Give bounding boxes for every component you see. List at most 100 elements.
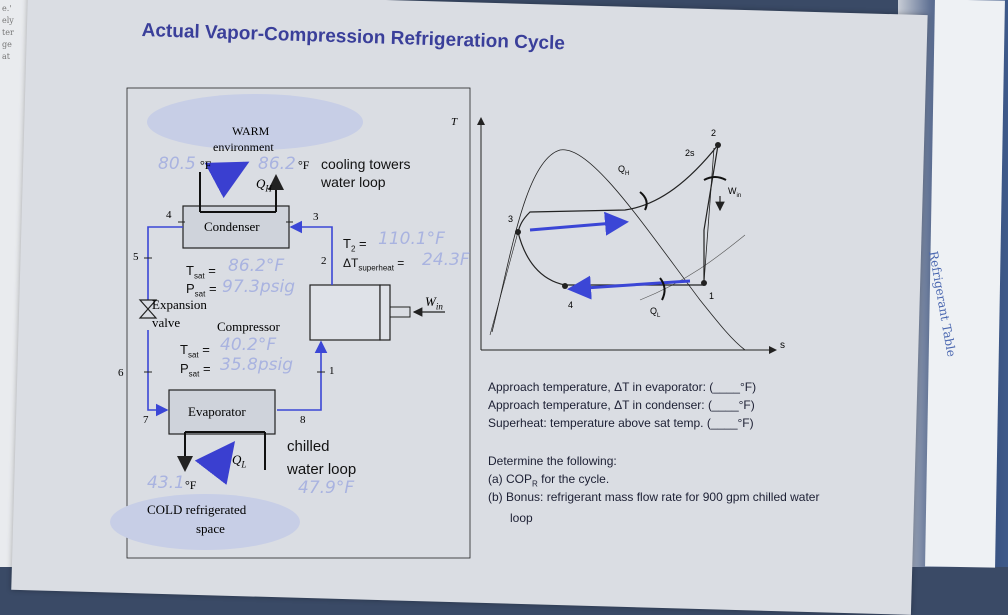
- state-5-label: 5: [133, 251, 139, 263]
- ts-axis-s-label: s: [780, 340, 785, 351]
- text-fragment: Approach temperature, ΔT in evaporator:: [488, 380, 706, 394]
- ts-q-l-label: QL: [650, 306, 660, 319]
- edge-scrap-text: ter: [2, 28, 14, 37]
- warm-in-unit: °F: [200, 158, 212, 172]
- text-fragment: Q: [618, 164, 626, 174]
- text-fragment: sat: [194, 289, 206, 299]
- saturation-dome: [491, 149, 746, 351]
- text-fragment: L: [657, 312, 661, 319]
- edge-scrap-text: ely: [2, 16, 14, 25]
- question-a: (a) COPR for the cycle.: [488, 472, 609, 488]
- compression-line: [703, 144, 719, 282]
- text-fragment: for the cycle.: [537, 472, 610, 486]
- cold-in-unit: °F: [185, 478, 197, 492]
- text-fragment: in: [435, 301, 443, 312]
- text-fragment: (a) COP: [488, 472, 533, 486]
- evaporator-line: [517, 231, 704, 286]
- ts-w-in-label: Win: [728, 186, 741, 199]
- text-fragment: L: [241, 459, 247, 470]
- text-fragment: P: [186, 281, 195, 296]
- evaporator-label: Evaporator: [188, 404, 246, 419]
- cycle-drawing: [110, 87, 777, 559]
- tsat-cond-label: Tsat =: [186, 263, 216, 281]
- question-b-cont: loop: [510, 511, 533, 525]
- state-7-label: 7: [143, 414, 149, 426]
- hand-t2-value: 110.1°F: [378, 229, 445, 249]
- text-fragment: (____°F): [707, 398, 755, 412]
- text-fragment: W: [425, 294, 436, 309]
- q-h-label: QH: [256, 176, 272, 194]
- text-fragment: sat: [187, 350, 199, 360]
- valve-label: valve: [152, 315, 181, 330]
- chilled-label: chilled: [287, 438, 330, 455]
- pipe-8-1: [277, 340, 328, 411]
- question-b: (b) Bonus: refrigerant mass flow rate fo…: [488, 490, 820, 504]
- text-fragment: superheat: [358, 263, 394, 273]
- ts-point-3: 3: [508, 214, 514, 224]
- compressor-label: Compressor: [217, 319, 280, 334]
- pipe-2-3: [289, 220, 333, 285]
- evaporator-box: [168, 389, 276, 435]
- water-loop-label: water loop: [321, 174, 386, 190]
- compressor-rod: [389, 306, 411, 318]
- hand-cold-in-temp: 43.1: [147, 473, 185, 493]
- q-l-label: QL: [232, 452, 246, 470]
- space-label: space: [196, 521, 225, 536]
- condenser-line: [517, 144, 719, 233]
- text-fragment: ΔT: [343, 256, 359, 270]
- text-fragment: H: [265, 183, 272, 194]
- determine-heading: Determine the following:: [488, 454, 617, 468]
- text-fragment: 2: [350, 244, 356, 254]
- warm-out-unit: °F: [298, 158, 310, 172]
- cold-refrigerated-label: COLD refrigerated: [147, 502, 247, 517]
- ts-condensing-blue-arrow: [529, 211, 629, 236]
- pipe-3-5: [147, 226, 183, 300]
- text-fragment: R: [532, 479, 538, 489]
- text-fragment: sat: [193, 271, 205, 281]
- state-3-label: 3: [313, 211, 319, 223]
- psat-cond-label: Psat =: [186, 281, 217, 299]
- state-1-label: 1: [329, 365, 335, 377]
- text-fragment: sat: [188, 369, 200, 379]
- text-fragment: P: [180, 361, 189, 376]
- hand-psat-cond: 97.3psig: [222, 277, 296, 297]
- text-fragment: T: [186, 263, 194, 278]
- edge-scrap-text: at: [2, 52, 10, 61]
- ts-evaporating-blue-arrow: [567, 275, 691, 300]
- ts-axis-t-label: T: [451, 116, 458, 128]
- psat-evap-label: Psat =: [180, 361, 211, 379]
- expansion-valve-symbol: [138, 299, 158, 319]
- edge-scrap-text: e.': [2, 4, 12, 13]
- cold-cloud: [110, 494, 300, 550]
- state-8-label: 8: [300, 414, 306, 426]
- warm-cloud: [147, 94, 363, 150]
- compressor-body: [309, 284, 381, 341]
- text-fragment: (____°F): [706, 416, 754, 430]
- state-2-label: 2: [321, 255, 327, 267]
- environment-label: environment: [213, 140, 274, 154]
- hand-dt-superheat-value: 24.3F: [422, 250, 470, 270]
- approach-cond-question: Approach temperature, ΔT in condenser: (…: [488, 398, 755, 412]
- ts-point-2: 2: [711, 128, 717, 138]
- text-fragment: (____°F): [709, 380, 757, 394]
- text-fragment: Q: [650, 306, 658, 316]
- warm-label: WARM: [232, 124, 270, 138]
- ts-point-2s: 2s: [685, 148, 695, 158]
- text-fragment: Approach temperature, ΔT in condenser:: [488, 398, 705, 412]
- hand-cold-out-temp: 47.9°F: [298, 478, 355, 498]
- state-6-label: 6: [118, 367, 124, 379]
- t2-label: T2 =: [343, 236, 367, 254]
- w-in-label: Win: [425, 294, 443, 312]
- chilled-water-loop-label: water loop: [287, 461, 357, 478]
- text-fragment: Superheat: temperature above sat temp.: [488, 416, 704, 430]
- hand-tsat-cond: 86.2°F: [228, 256, 285, 276]
- approach-evap-question: Approach temperature, ΔT in evaporator: …: [488, 380, 756, 394]
- hand-warm-in-temp: 80.5: [158, 154, 196, 174]
- expansion-label: Expansion: [152, 297, 207, 312]
- condenser-label: Condenser: [204, 219, 260, 234]
- state-4-label: 4: [166, 209, 172, 221]
- text-fragment: T: [343, 236, 351, 251]
- hand-psat-evap: 35.8psig: [220, 355, 294, 375]
- ts-point-1: 1: [709, 291, 715, 301]
- pipe-6-7: [147, 330, 169, 417]
